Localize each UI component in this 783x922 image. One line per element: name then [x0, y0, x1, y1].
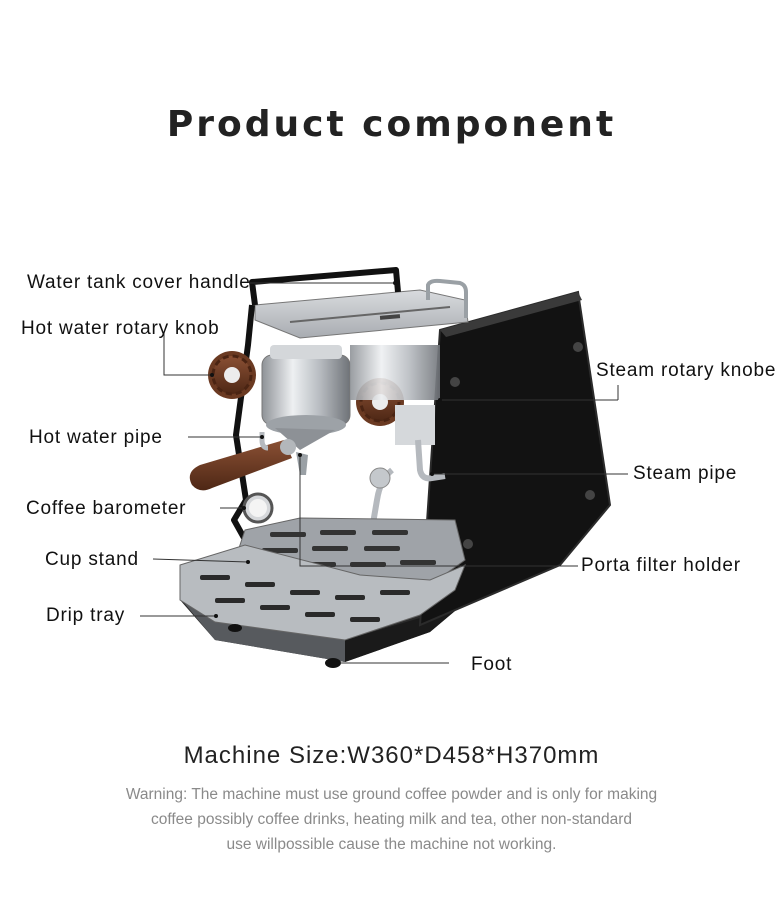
label-hot-water-rotary-knob: Hot water rotary knob: [21, 318, 220, 339]
label-water-tank-cover-handle: Water tank cover handle: [27, 272, 251, 293]
warning-line-2: coffee possibly coffee drinks, heating m…: [150, 811, 633, 828]
label-hot-water-pipe: Hot water pipe: [29, 427, 163, 448]
steam-pipe: [362, 439, 446, 571]
label-porta-filter-holder: Porta filter holder: [581, 555, 741, 576]
hot-water-pipe: [259, 432, 269, 451]
label-cup-stand: Cup stand: [45, 549, 139, 570]
label-steam-pipe: Steam pipe: [633, 463, 738, 484]
label-coffee-barometer: Coffee barometer: [26, 498, 187, 519]
hot-water-knob: [208, 351, 256, 399]
water-tank-handle: [426, 278, 468, 318]
leader-dots: [210, 281, 442, 665]
center-body: [350, 345, 440, 445]
warning-line-3: use willpossible cause the machine not w…: [226, 836, 557, 853]
page-title: Product component: [166, 104, 617, 145]
side-panel: [418, 290, 612, 627]
label-steam-rotary-knobe: Steam rotary knobe: [596, 360, 777, 381]
feet: [228, 624, 341, 668]
warning-line-1: Warning: The machine must use ground cof…: [125, 786, 658, 803]
coffee-barometer: [242, 492, 274, 524]
warning-text: Warning: The machine must use ground cof…: [80, 782, 703, 857]
machine-size: Machine Size:W360*D458*H370mm: [183, 742, 600, 769]
group-head: [261, 345, 351, 450]
label-foot: Foot: [471, 654, 513, 675]
top-tray: [254, 289, 469, 339]
label-drip-tray: Drip tray: [46, 605, 125, 626]
portafilter: [189, 439, 308, 491]
drip-tray: [179, 544, 466, 641]
leader-lines: [140, 282, 628, 664]
